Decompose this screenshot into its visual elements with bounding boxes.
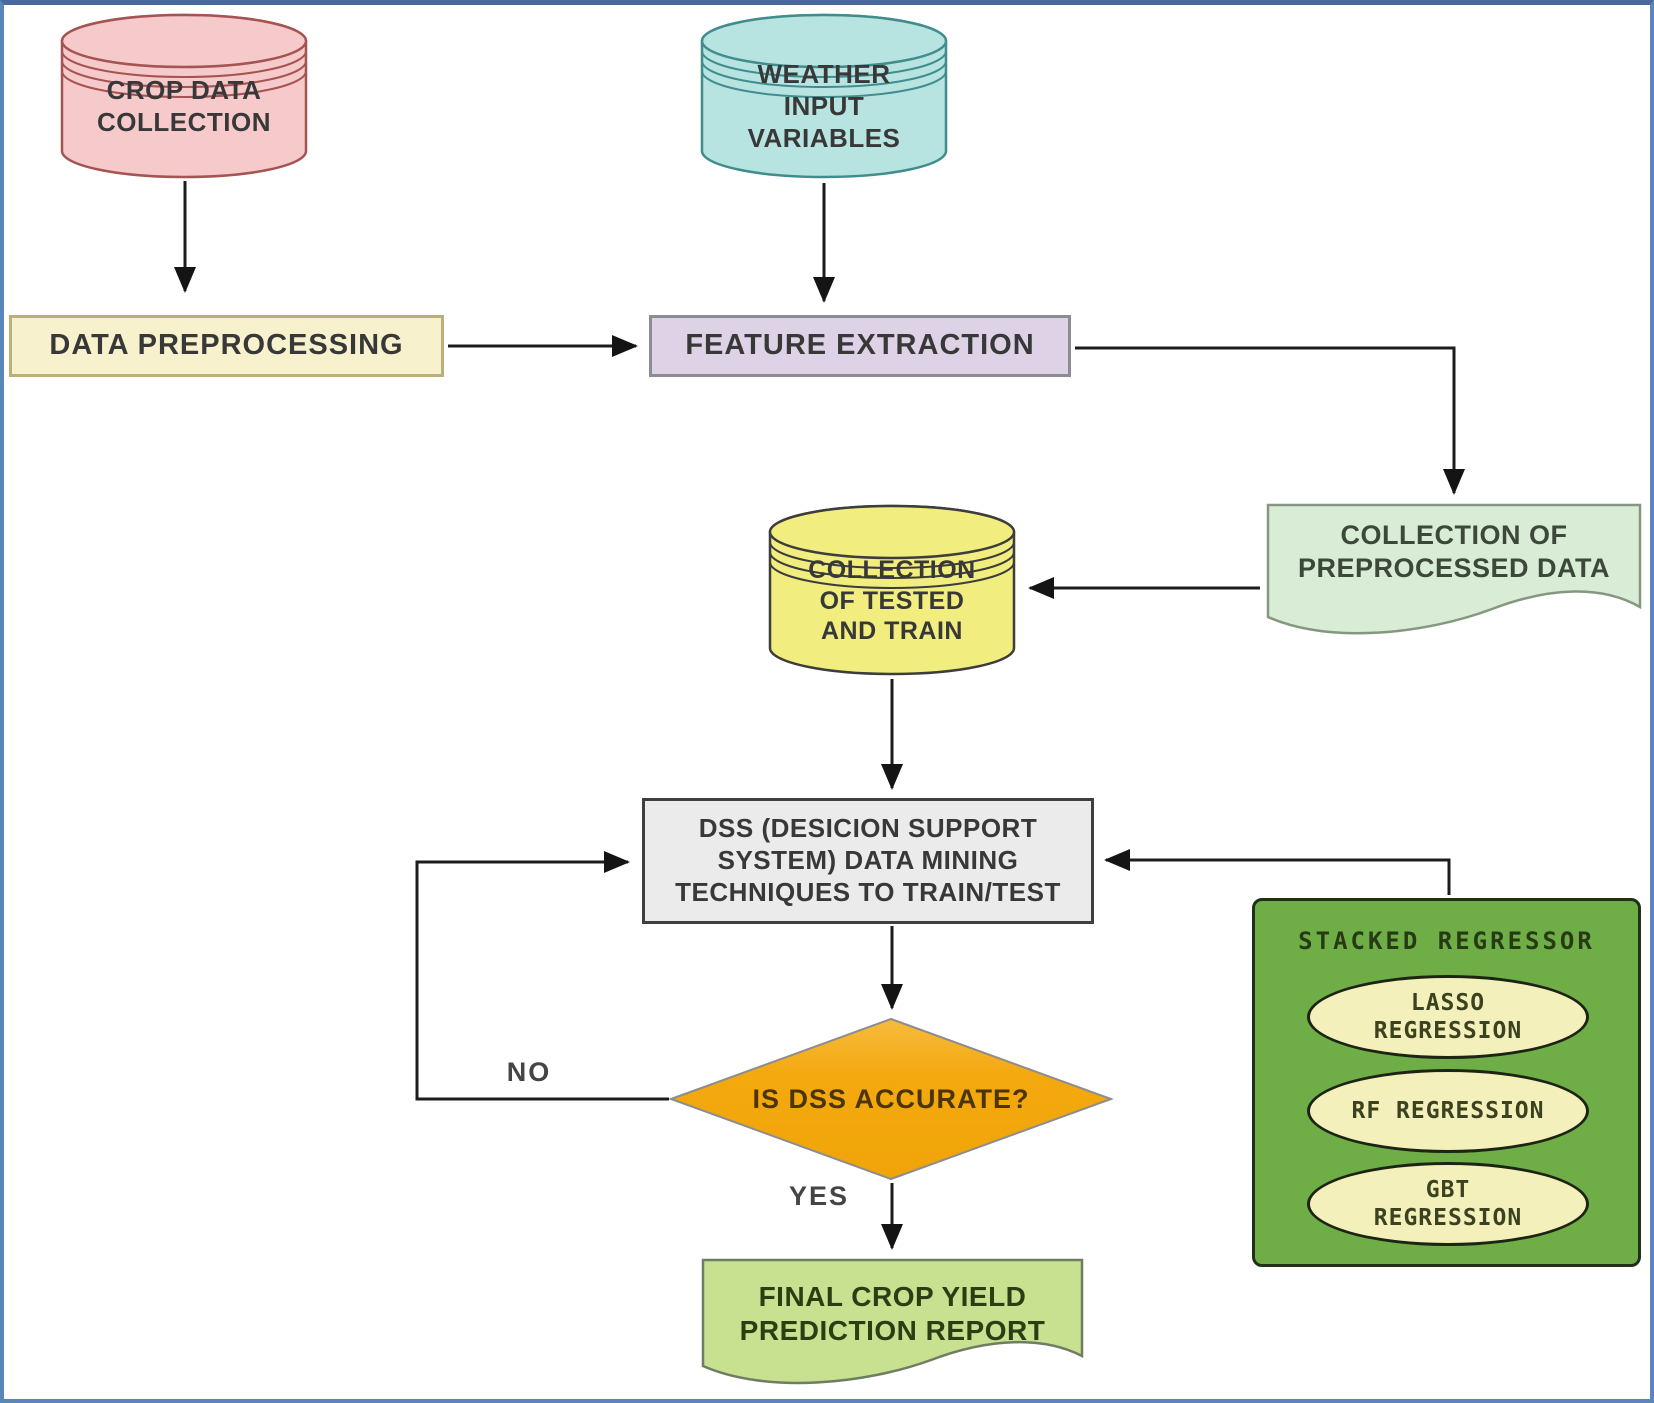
- final-crop-yield-report-node: FINAL CROP YIELD PREDICTION REPORT: [701, 1258, 1084, 1398]
- lasso-regression-ellipse: LASSO REGRESSION: [1307, 975, 1589, 1059]
- arrow-feature-extraction-to-preprocessed-doc: [1075, 346, 1465, 495]
- yes-edge-label: YES: [788, 1181, 850, 1211]
- database-cylinder-icon: [60, 13, 308, 179]
- lasso-regression-label: LASSO REGRESSION: [1373, 989, 1523, 1044]
- rf-regression-label: RF REGRESSION: [1351, 1097, 1545, 1124]
- collection-of-preprocessed-data-node: COLLECTION OF PREPROCESSED DATA: [1266, 503, 1642, 651]
- feature-extraction-label: FEATURE EXTRACTION: [685, 329, 1035, 362]
- data-preprocessing-node: DATA PREPROCESSING: [9, 315, 444, 377]
- feature-extraction-node: FEATURE EXTRACTION: [649, 315, 1071, 377]
- data-preprocessing-label: DATA PREPROCESSING: [49, 329, 404, 362]
- arrow-stacked-regressor-to-dss: [1104, 849, 1451, 895]
- is-dss-accurate-decision-node: IS DSS ACCURATE?: [661, 1011, 1121, 1187]
- decision-diamond-icon: [668, 1017, 1114, 1181]
- collection-of-preprocessed-data-label: COLLECTION OF PREPROCESSED DATA: [1297, 520, 1611, 583]
- document-shape-icon: [1266, 503, 1642, 635]
- gbt-regression-ellipse: GBT REGRESSION: [1307, 1162, 1589, 1246]
- no-edge-label: NO: [506, 1057, 552, 1087]
- database-cylinder-icon: [768, 504, 1016, 676]
- is-dss-accurate-label: IS DSS ACCURATE?: [752, 1083, 1030, 1114]
- stacked-regressor-title: STACKED REGRESSOR: [1298, 927, 1595, 955]
- weather-input-variables-label: WEATHER INPUT VARIABLES: [747, 59, 901, 153]
- weather-input-variables-node: WEATHER INPUT VARIABLES: [699, 11, 949, 179]
- document-shape-icon: [701, 1258, 1084, 1385]
- collection-of-tested-and-train-label: COLLECTION OF TESTED AND TRAIN: [808, 556, 976, 646]
- dss-data-mining-node: DSS (DESICION SUPPORT SYSTEM) DATA MININ…: [642, 798, 1094, 924]
- database-cylinder-icon: [700, 13, 948, 179]
- final-crop-yield-report-label: FINAL CROP YIELD PREDICTION REPORT: [739, 1281, 1046, 1347]
- crop-data-collection-label: CROP DATA COLLECTION: [97, 75, 271, 137]
- stacked-regressor-panel: STACKED REGRESSOR LASSO REGRESSION RF RE…: [1252, 898, 1641, 1267]
- collection-of-tested-and-train-node: COLLECTION OF TESTED AND TRAIN: [767, 502, 1017, 676]
- rf-regression-ellipse: RF REGRESSION: [1307, 1069, 1589, 1153]
- dss-data-mining-label: DSS (DESICION SUPPORT SYSTEM) DATA MININ…: [675, 813, 1061, 907]
- crop-data-collection-node: CROP DATA COLLECTION: [59, 11, 309, 179]
- gbt-regression-label: GBT REGRESSION: [1373, 1176, 1523, 1231]
